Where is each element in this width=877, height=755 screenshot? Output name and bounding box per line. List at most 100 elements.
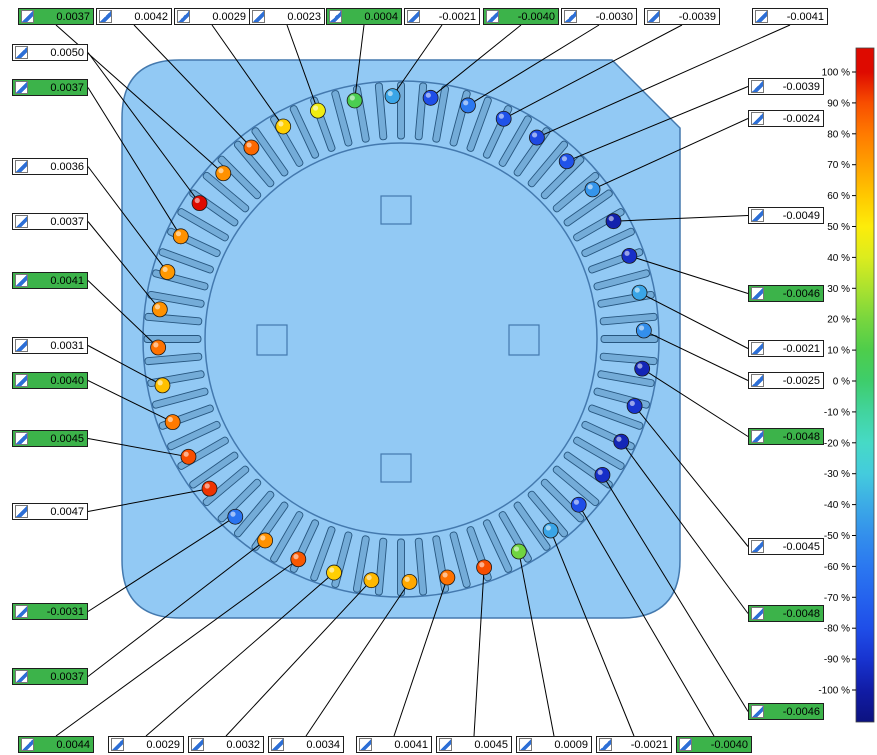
deviation-label[interactable]: 0.0034 (268, 736, 344, 753)
measurement-point[interactable] (164, 414, 181, 431)
deviation-value: -0.0030 (595, 10, 633, 23)
deviation-label[interactable]: -0.0049 (748, 207, 824, 224)
deviation-label[interactable]: 0.0047 (12, 503, 88, 520)
deviation-label[interactable]: -0.0040 (676, 736, 752, 753)
measurement-point[interactable] (227, 508, 244, 525)
measurement-point[interactable] (634, 360, 651, 377)
measurement-point[interactable] (584, 181, 601, 198)
measurement-point[interactable] (510, 543, 527, 560)
leader-line (87, 280, 159, 348)
measurement-point[interactable] (290, 551, 307, 568)
deviation-label[interactable]: -0.0039 (748, 78, 824, 95)
measurement-point[interactable] (172, 228, 189, 245)
deviation-label[interactable]: 0.0041 (356, 736, 432, 753)
measurement-point[interactable] (150, 339, 167, 356)
deviation-label[interactable]: 0.0037 (12, 213, 88, 230)
measurement-point[interactable] (384, 88, 401, 105)
stator-slot (310, 526, 336, 582)
deviation-label[interactable]: 0.0040 (12, 372, 88, 389)
measurement-point[interactable] (326, 564, 342, 581)
deviation-label-icon (679, 738, 692, 751)
measurement-point[interactable] (257, 532, 274, 549)
deviation-label[interactable]: 0.0044 (18, 736, 94, 753)
deviation-label-icon (519, 738, 532, 751)
stator-slot (482, 519, 513, 573)
deviation-label[interactable]: 0.0009 (516, 736, 592, 753)
deviation-label[interactable]: 0.0031 (12, 337, 88, 354)
deviation-label[interactable]: 0.0029 (108, 736, 184, 753)
measurement-point[interactable] (215, 165, 232, 182)
deviation-label[interactable]: 0.0029 (174, 8, 250, 25)
measurement-point[interactable] (275, 118, 292, 135)
deviation-label[interactable]: 0.0041 (12, 272, 88, 289)
measurement-point[interactable] (594, 466, 611, 483)
deviation-label[interactable]: 0.0037 (12, 79, 88, 96)
deviation-label[interactable]: 0.0037 (12, 668, 88, 685)
measurement-point[interactable] (191, 195, 208, 212)
measurement-point[interactable] (570, 496, 587, 513)
measurement-point[interactable] (542, 522, 559, 539)
measurement-point[interactable] (201, 480, 218, 497)
deviation-label[interactable]: -0.0048 (748, 605, 824, 622)
measurement-point[interactable] (605, 213, 622, 230)
deviation-label[interactable]: -0.0040 (483, 8, 559, 25)
deviation-label-icon (177, 10, 190, 23)
stator-slot (352, 535, 370, 593)
deviation-label[interactable]: -0.0025 (748, 372, 824, 389)
deviation-label[interactable]: -0.0030 (561, 8, 637, 25)
deviation-label[interactable]: -0.0039 (644, 8, 720, 25)
measurement-point[interactable] (309, 102, 326, 119)
deviation-label[interactable]: -0.0021 (748, 340, 824, 357)
deviation-label[interactable]: 0.0037 (18, 8, 94, 25)
deviation-value: -0.0031 (46, 605, 84, 618)
deviation-label[interactable]: 0.0036 (12, 158, 88, 175)
deviation-value: -0.0021 (630, 738, 668, 751)
leader-line (473, 567, 485, 737)
measurement-point[interactable] (635, 322, 652, 339)
measurement-point[interactable] (621, 247, 638, 264)
deviation-label[interactable]: -0.0021 (596, 736, 672, 753)
measurement-point[interactable] (631, 284, 648, 301)
measurement-point[interactable] (243, 139, 260, 156)
deviation-label-icon (751, 80, 764, 93)
measurement-point[interactable] (422, 89, 439, 106)
measurement-point[interactable] (180, 448, 197, 465)
deviation-label[interactable]: 0.0023 (249, 8, 325, 25)
deviation-value: 0.0044 (56, 738, 90, 751)
measurement-point[interactable] (159, 264, 176, 280)
deviation-label[interactable]: -0.0024 (748, 110, 824, 127)
measurement-point[interactable] (476, 559, 493, 576)
measurement-point[interactable] (363, 572, 380, 589)
leader-line (430, 24, 522, 99)
deviation-label[interactable]: -0.0031 (12, 603, 88, 620)
deviation-label[interactable]: 0.0004 (326, 8, 402, 25)
measurement-point[interactable] (495, 110, 512, 127)
measurement-point[interactable] (626, 398, 643, 414)
measurement-point[interactable] (460, 97, 476, 114)
color-scale-tick-label: 80 % (827, 129, 850, 140)
measurement-point[interactable] (151, 301, 168, 318)
deviation-label[interactable]: 0.0032 (188, 736, 264, 753)
measurement-point[interactable] (613, 433, 630, 450)
deviation-label[interactable]: -0.0021 (404, 8, 480, 25)
deviation-label[interactable]: -0.0048 (748, 428, 824, 445)
deviation-label[interactable]: 0.0042 (96, 8, 172, 25)
measurement-point[interactable] (346, 92, 363, 109)
measurement-point[interactable] (528, 129, 545, 146)
deviation-label[interactable]: 0.0045 (12, 430, 88, 447)
deviation-label[interactable]: -0.0041 (752, 8, 828, 25)
deviation-label[interactable]: 0.0045 (436, 736, 512, 753)
measurement-point-highlight (545, 525, 551, 531)
measurement-point[interactable] (154, 377, 171, 394)
deviation-label[interactable]: -0.0045 (748, 538, 824, 555)
deviation-label-icon (271, 738, 284, 751)
measurement-point[interactable] (558, 153, 575, 170)
deviation-label[interactable]: -0.0046 (748, 285, 824, 302)
color-scale-tick-label: 50 % (827, 222, 850, 233)
deviation-label[interactable]: 0.0050 (12, 44, 88, 61)
deviation-label[interactable]: -0.0046 (748, 703, 824, 720)
measurement-point-highlight (230, 511, 236, 517)
measurement-point[interactable] (401, 573, 418, 590)
measurement-point[interactable] (439, 569, 456, 586)
deviation-value: 0.0029 (146, 738, 180, 751)
